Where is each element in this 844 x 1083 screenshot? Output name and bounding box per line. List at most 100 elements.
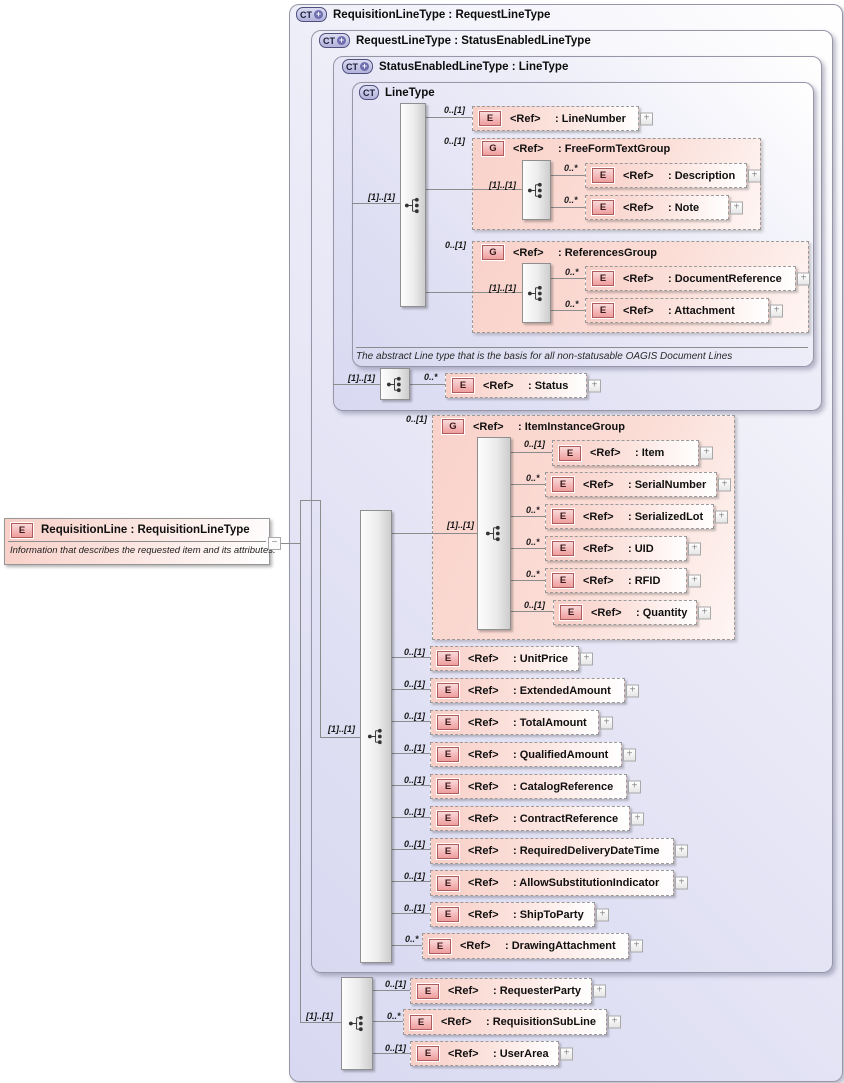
expand-icon[interactable]: + [748, 169, 761, 182]
element-rfid[interactable]: E <Ref> : RFID + [545, 568, 701, 593]
element-serialized-lot[interactable]: E <Ref> : SerializedLot + [545, 504, 728, 529]
connector-line [390, 657, 430, 658]
expand-icon[interactable]: + [623, 748, 636, 761]
element-extended-amount[interactable]: E <Ref> : ExtendedAmount + [430, 678, 639, 703]
ref-label: <Ref> [583, 478, 614, 491]
element-catalog-reference[interactable]: E <Ref> : CatalogReference + [430, 774, 641, 799]
cardinality-label: 0..* [526, 473, 540, 483]
cardinality-label: 0..[1] [404, 711, 426, 721]
sequence-bar-request-line[interactable] [360, 510, 392, 963]
element-name: : RequesterParty [493, 985, 582, 997]
ref-label: <Ref> [513, 246, 544, 259]
expand-icon[interactable]: + [718, 478, 731, 491]
expand-icon[interactable]: + [630, 939, 643, 953]
element-description[interactable]: E <Ref> : Description + [585, 163, 761, 188]
element-icon: E [551, 508, 575, 525]
expand-icon[interactable]: + [675, 876, 688, 890]
expand-icon[interactable]: + [688, 574, 701, 587]
element-name: : SerializedLot [628, 510, 704, 523]
cardinality-label: 0..[1] [524, 439, 546, 449]
element-icon: E [478, 110, 502, 127]
element-requester-party[interactable]: E <Ref> : RequesterParty + [410, 978, 606, 1004]
element-quantity[interactable]: E <Ref> : Quantity + [553, 600, 711, 625]
cardinality-label: 0..[1] [404, 871, 426, 881]
connector-line [390, 913, 430, 914]
ref-label: <Ref> [623, 304, 654, 317]
expand-icon[interactable]: + [730, 201, 743, 214]
element-name: : ContractReference [513, 812, 619, 825]
element-serial-number[interactable]: E <Ref> : SerialNumber + [545, 472, 731, 497]
derived-plus-icon: + [337, 35, 346, 45]
element-ship-to-party[interactable]: E <Ref> : ShipToParty + [430, 902, 609, 927]
expand-icon[interactable]: + [608, 1015, 621, 1029]
element-uid[interactable]: E <Ref> : UID + [545, 536, 701, 561]
element-requisition-sub-line[interactable]: E <Ref> : RequisitionSubLine + [403, 1009, 621, 1035]
element-name: : Description [668, 169, 736, 182]
header-status-enabled-line-type: CT+ StatusEnabledLineType : LineType [342, 59, 568, 74]
ref-label: <Ref> [468, 748, 499, 761]
expand-icon[interactable]: + [588, 379, 601, 392]
group-name: : ItemInstanceGroup [518, 420, 625, 433]
cardinality-label: 0..[1] [445, 240, 467, 250]
expand-icon[interactable]: + [631, 812, 644, 825]
element-name: : RFID [628, 574, 661, 587]
element-total-amount[interactable]: E <Ref> : TotalAmount + [430, 710, 613, 735]
expand-icon[interactable]: + [593, 984, 606, 998]
sequence-bar-status[interactable] [380, 368, 410, 400]
ct-icon-label: CT [346, 61, 358, 72]
sequence-icon [386, 376, 401, 392]
expand-icon[interactable]: + [640, 112, 653, 125]
element-line-number[interactable]: E <Ref> : LineNumber + [472, 106, 653, 131]
connector-line [549, 278, 585, 279]
expand-icon[interactable]: + [560, 1047, 573, 1060]
container-title: LineType [385, 86, 435, 99]
collapse-icon[interactable]: − [268, 537, 281, 550]
expand-icon[interactable]: + [688, 542, 701, 555]
expand-icon[interactable]: + [626, 684, 639, 697]
expand-icon[interactable]: + [698, 606, 711, 619]
cardinality-label: 0..* [565, 299, 579, 309]
element-icon: E [10, 521, 34, 539]
element-drawing-attachment[interactable]: E <Ref> : DrawingAttachment + [422, 933, 643, 959]
element-requisition-line[interactable]: E RequisitionLine : RequisitionLineType … [4, 518, 276, 565]
element-note[interactable]: E <Ref> : Note + [585, 195, 743, 220]
element-contract-reference[interactable]: E <Ref> : ContractReference + [430, 806, 644, 831]
element-icon: E [436, 682, 460, 699]
expand-icon[interactable]: + [600, 716, 613, 729]
connector-line [509, 484, 545, 485]
element-document-reference[interactable]: E <Ref> : DocumentReference + [585, 266, 810, 291]
expand-icon[interactable]: + [700, 446, 713, 460]
element-status[interactable]: E <Ref> : Status + [445, 373, 601, 398]
expand-icon[interactable]: + [675, 844, 688, 858]
sequence-bar-free-form-text[interactable] [522, 160, 551, 220]
connector-line [279, 543, 300, 544]
expand-icon[interactable]: + [596, 908, 609, 921]
sequence-bar-item-instance[interactable] [477, 437, 511, 630]
expand-icon[interactable]: + [797, 272, 810, 285]
sequence-bar-line-type[interactable] [400, 103, 426, 307]
element-icon: E [451, 377, 475, 394]
sequence-bar-requisition-line[interactable] [341, 977, 373, 1070]
expand-icon[interactable]: + [580, 652, 593, 665]
element-required-delivery-date-time[interactable]: E <Ref> : RequiredDeliveryDateTime + [430, 838, 688, 864]
element-allow-substitution-indicator[interactable]: E <Ref> : AllowSubstitutionIndicator + [430, 870, 688, 896]
ref-label: <Ref> [623, 169, 654, 182]
cardinality-label: 0..* [526, 505, 540, 515]
element-attachment[interactable]: E <Ref> : Attachment + [585, 298, 783, 323]
cardinality-label: 0..* [564, 195, 578, 205]
element-item[interactable]: E <Ref> : Item + [552, 440, 713, 466]
group-name: : FreeFormTextGroup [558, 142, 671, 155]
sequence-bar-references[interactable] [522, 263, 551, 323]
element-qualified-amount[interactable]: E <Ref> : QualifiedAmount + [430, 742, 636, 767]
derived-plus-icon: + [360, 61, 369, 71]
expand-icon[interactable]: + [770, 304, 783, 317]
element-user-area[interactable]: E <Ref> : UserArea + [410, 1041, 573, 1066]
cardinality-label: 0..[1] [444, 105, 466, 115]
expand-icon[interactable]: + [715, 510, 728, 523]
connector-line [352, 203, 400, 204]
element-icon: E [591, 167, 615, 184]
expand-icon[interactable]: + [628, 780, 641, 793]
element-unit-price[interactable]: E <Ref> : UnitPrice + [430, 646, 593, 671]
sequence-icon [404, 197, 419, 213]
cardinality-label: 0..[1] [524, 600, 546, 610]
